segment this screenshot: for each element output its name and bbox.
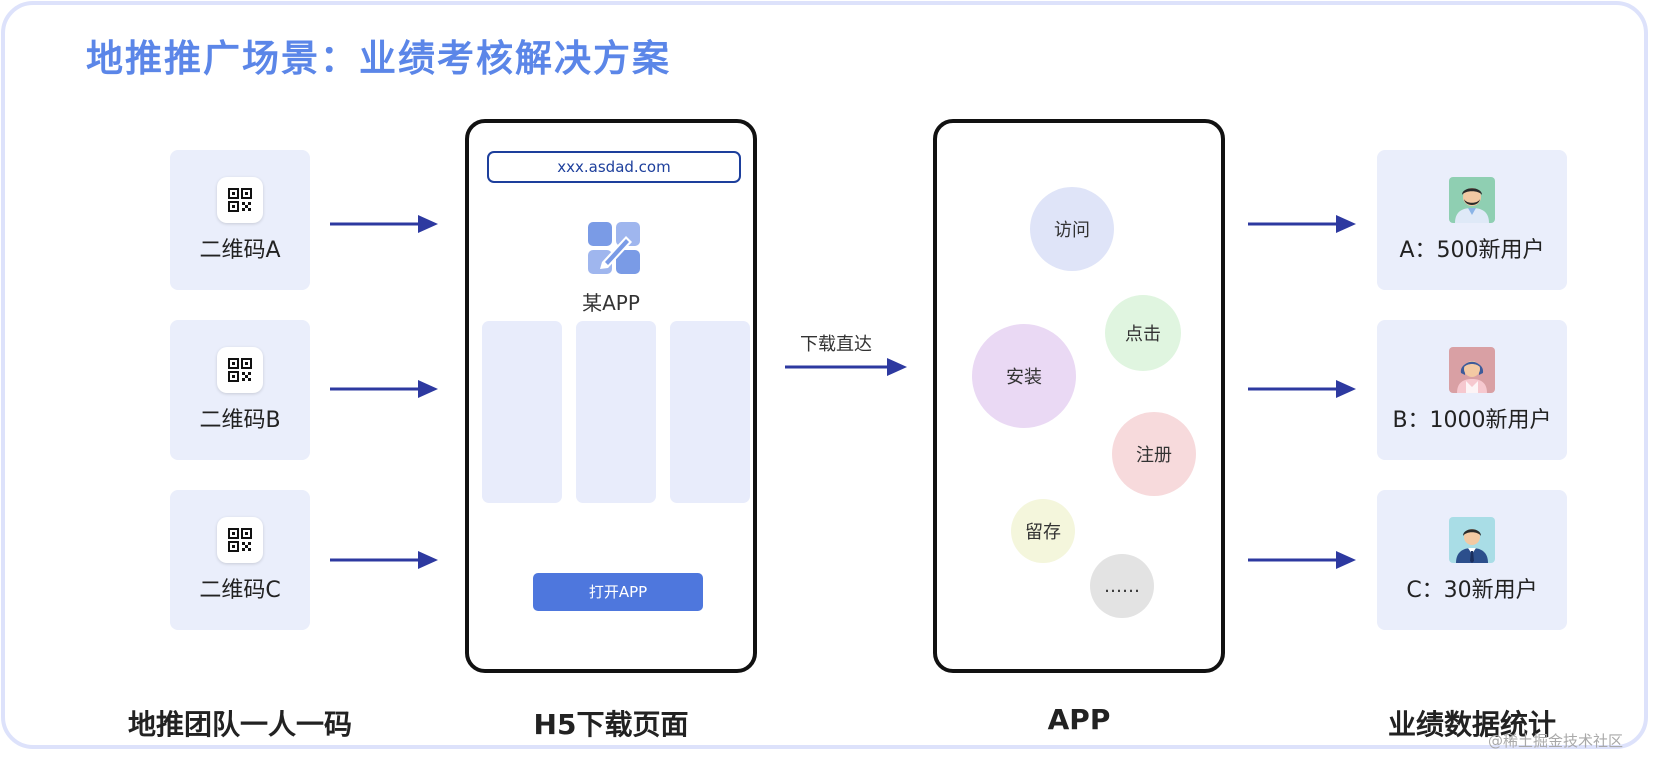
qr-code-icon — [217, 177, 263, 223]
content-placeholder — [670, 321, 750, 503]
open-app-button[interactable]: 打开APP — [533, 573, 703, 611]
flow-label: 下载直达 — [800, 334, 872, 355]
column-title-app: APP — [1047, 703, 1111, 736]
bubble-install: 安装 — [972, 324, 1076, 428]
qr-label: 二维码B — [199, 408, 281, 433]
male-avatar-icon — [1449, 177, 1495, 223]
arrow-qr-c-to-h5 — [330, 551, 438, 569]
suit-avatar-icon — [1449, 517, 1495, 563]
arrow-h5-to-app — [785, 358, 907, 376]
qr-code-icon — [217, 347, 263, 393]
female-avatar-icon — [1449, 347, 1495, 393]
stat-card-a: A：500新用户 — [1377, 150, 1567, 290]
content-placeholder — [482, 321, 562, 503]
page-title: 地推推广场景：业绩考核解决方案 — [86, 37, 671, 80]
app-phone-frame: 访问 点击 安装 注册 留存 …… — [933, 119, 1225, 673]
bubble-visit: 访问 — [1030, 187, 1114, 271]
url-bar[interactable]: xxx.asdad.com — [487, 151, 741, 183]
arrow-app-to-stat-a — [1248, 215, 1356, 233]
bubble-click: 点击 — [1105, 295, 1181, 371]
column-title-qr: 地推团队一人一码 — [127, 708, 352, 741]
content-placeholder — [576, 321, 656, 503]
arrow-qr-b-to-h5 — [330, 380, 438, 398]
arrow-qr-a-to-h5 — [330, 215, 438, 233]
column-title-stats: 业绩数据统计 — [1387, 708, 1556, 741]
arrow-app-to-stat-b — [1248, 380, 1356, 398]
qr-code-icon — [217, 517, 263, 563]
bubble-retention: 留存 — [1011, 499, 1075, 563]
stat-card-b: B：1000新用户 — [1377, 320, 1567, 460]
app-logo-icon — [588, 222, 640, 274]
h5-phone-frame: xxx.asdad.com 某APP 打开APP — [465, 119, 757, 673]
stat-label: B：1000新用户 — [1392, 408, 1552, 433]
qr-label: 二维码A — [199, 238, 281, 263]
bubble-more: …… — [1090, 554, 1154, 618]
diagram-frame — [1, 1, 1648, 749]
stat-label: A：500新用户 — [1399, 238, 1545, 263]
qr-label: 二维码C — [199, 578, 281, 603]
watermark: @稀土掘金技术社区 — [1488, 732, 1624, 750]
stat-card-c: C：30新用户 — [1377, 490, 1567, 630]
qr-card-c: 二维码C — [170, 490, 310, 630]
bubble-register: 注册 — [1112, 412, 1196, 496]
qr-card-a: 二维码A — [170, 150, 310, 290]
app-name: 某APP — [582, 291, 640, 315]
arrow-app-to-stat-c — [1248, 551, 1356, 569]
stat-label: C：30新用户 — [1406, 578, 1538, 603]
qr-card-b: 二维码B — [170, 320, 310, 460]
column-title-h5: H5下载页面 — [533, 708, 689, 741]
